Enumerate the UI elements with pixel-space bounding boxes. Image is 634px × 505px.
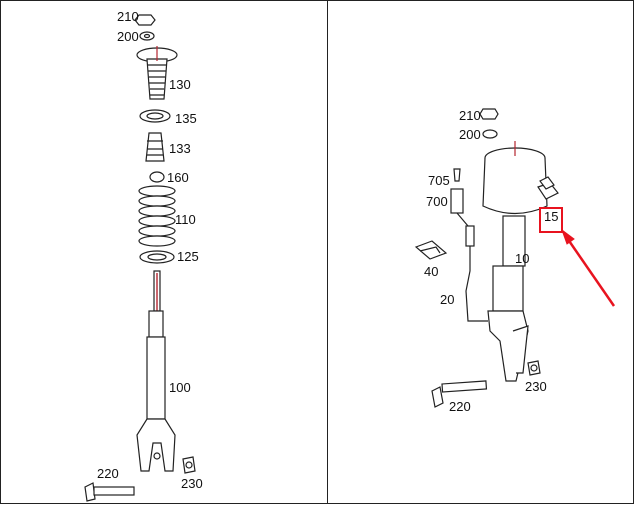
- clip-part: [414, 240, 448, 260]
- label-top-mount: 130: [169, 77, 191, 92]
- label-bolt-nut: 230: [181, 476, 203, 491]
- bolt-nut-part: [527, 360, 541, 376]
- label-washer-200: 200: [459, 127, 481, 142]
- strut-part: [136, 270, 176, 472]
- plug-part: [453, 168, 461, 182]
- label-bolt: 220: [97, 466, 119, 481]
- bolt-part: [431, 380, 488, 408]
- nut-part: [134, 14, 156, 26]
- label-washer-200: 200: [117, 29, 139, 44]
- label-air-strut: 10: [515, 251, 530, 266]
- washer-part: [482, 129, 498, 139]
- right-air-strut-illustration: [414, 108, 616, 408]
- nut-part: [479, 108, 499, 120]
- bolt-part: [84, 482, 135, 502]
- label-bump-stop: 133: [169, 141, 191, 156]
- label-bearing: 135: [175, 111, 197, 126]
- arrow-icon: [560, 228, 616, 307]
- bolt-nut-part: [182, 456, 196, 474]
- label-spring: 110: [175, 212, 196, 227]
- bump-stop-part: [145, 132, 165, 162]
- label-strut: 100: [169, 380, 191, 395]
- label-connector: 700: [426, 194, 448, 209]
- label-valve: 15: [544, 209, 559, 224]
- valve-part: [537, 176, 559, 200]
- spring-part: [138, 185, 176, 247]
- connector-part: [450, 188, 475, 247]
- highlight-box: [539, 207, 563, 233]
- label-bolt: 220: [449, 399, 471, 414]
- label-bolt-nut: 230: [525, 379, 547, 394]
- label-nut-210: 210: [117, 9, 139, 24]
- cable-part: [465, 246, 488, 322]
- label-clip: 40: [424, 264, 439, 279]
- label-spacer: 160: [167, 170, 189, 185]
- label-spring-seat: 125: [177, 249, 199, 264]
- left-diagram-panel: 210 200 130 135 133 160 110 125 100 220 …: [0, 0, 328, 504]
- right-diagram-panel: 210 200 705 700 15 40 10 20 220 230: [327, 0, 634, 504]
- air-strut-part: [482, 141, 548, 382]
- label-cable: 20: [440, 292, 455, 307]
- spacer-part: [149, 171, 165, 183]
- left-strut-illustration: [84, 14, 196, 502]
- label-plug: 705: [428, 173, 450, 188]
- label-nut-210: 210: [459, 108, 481, 123]
